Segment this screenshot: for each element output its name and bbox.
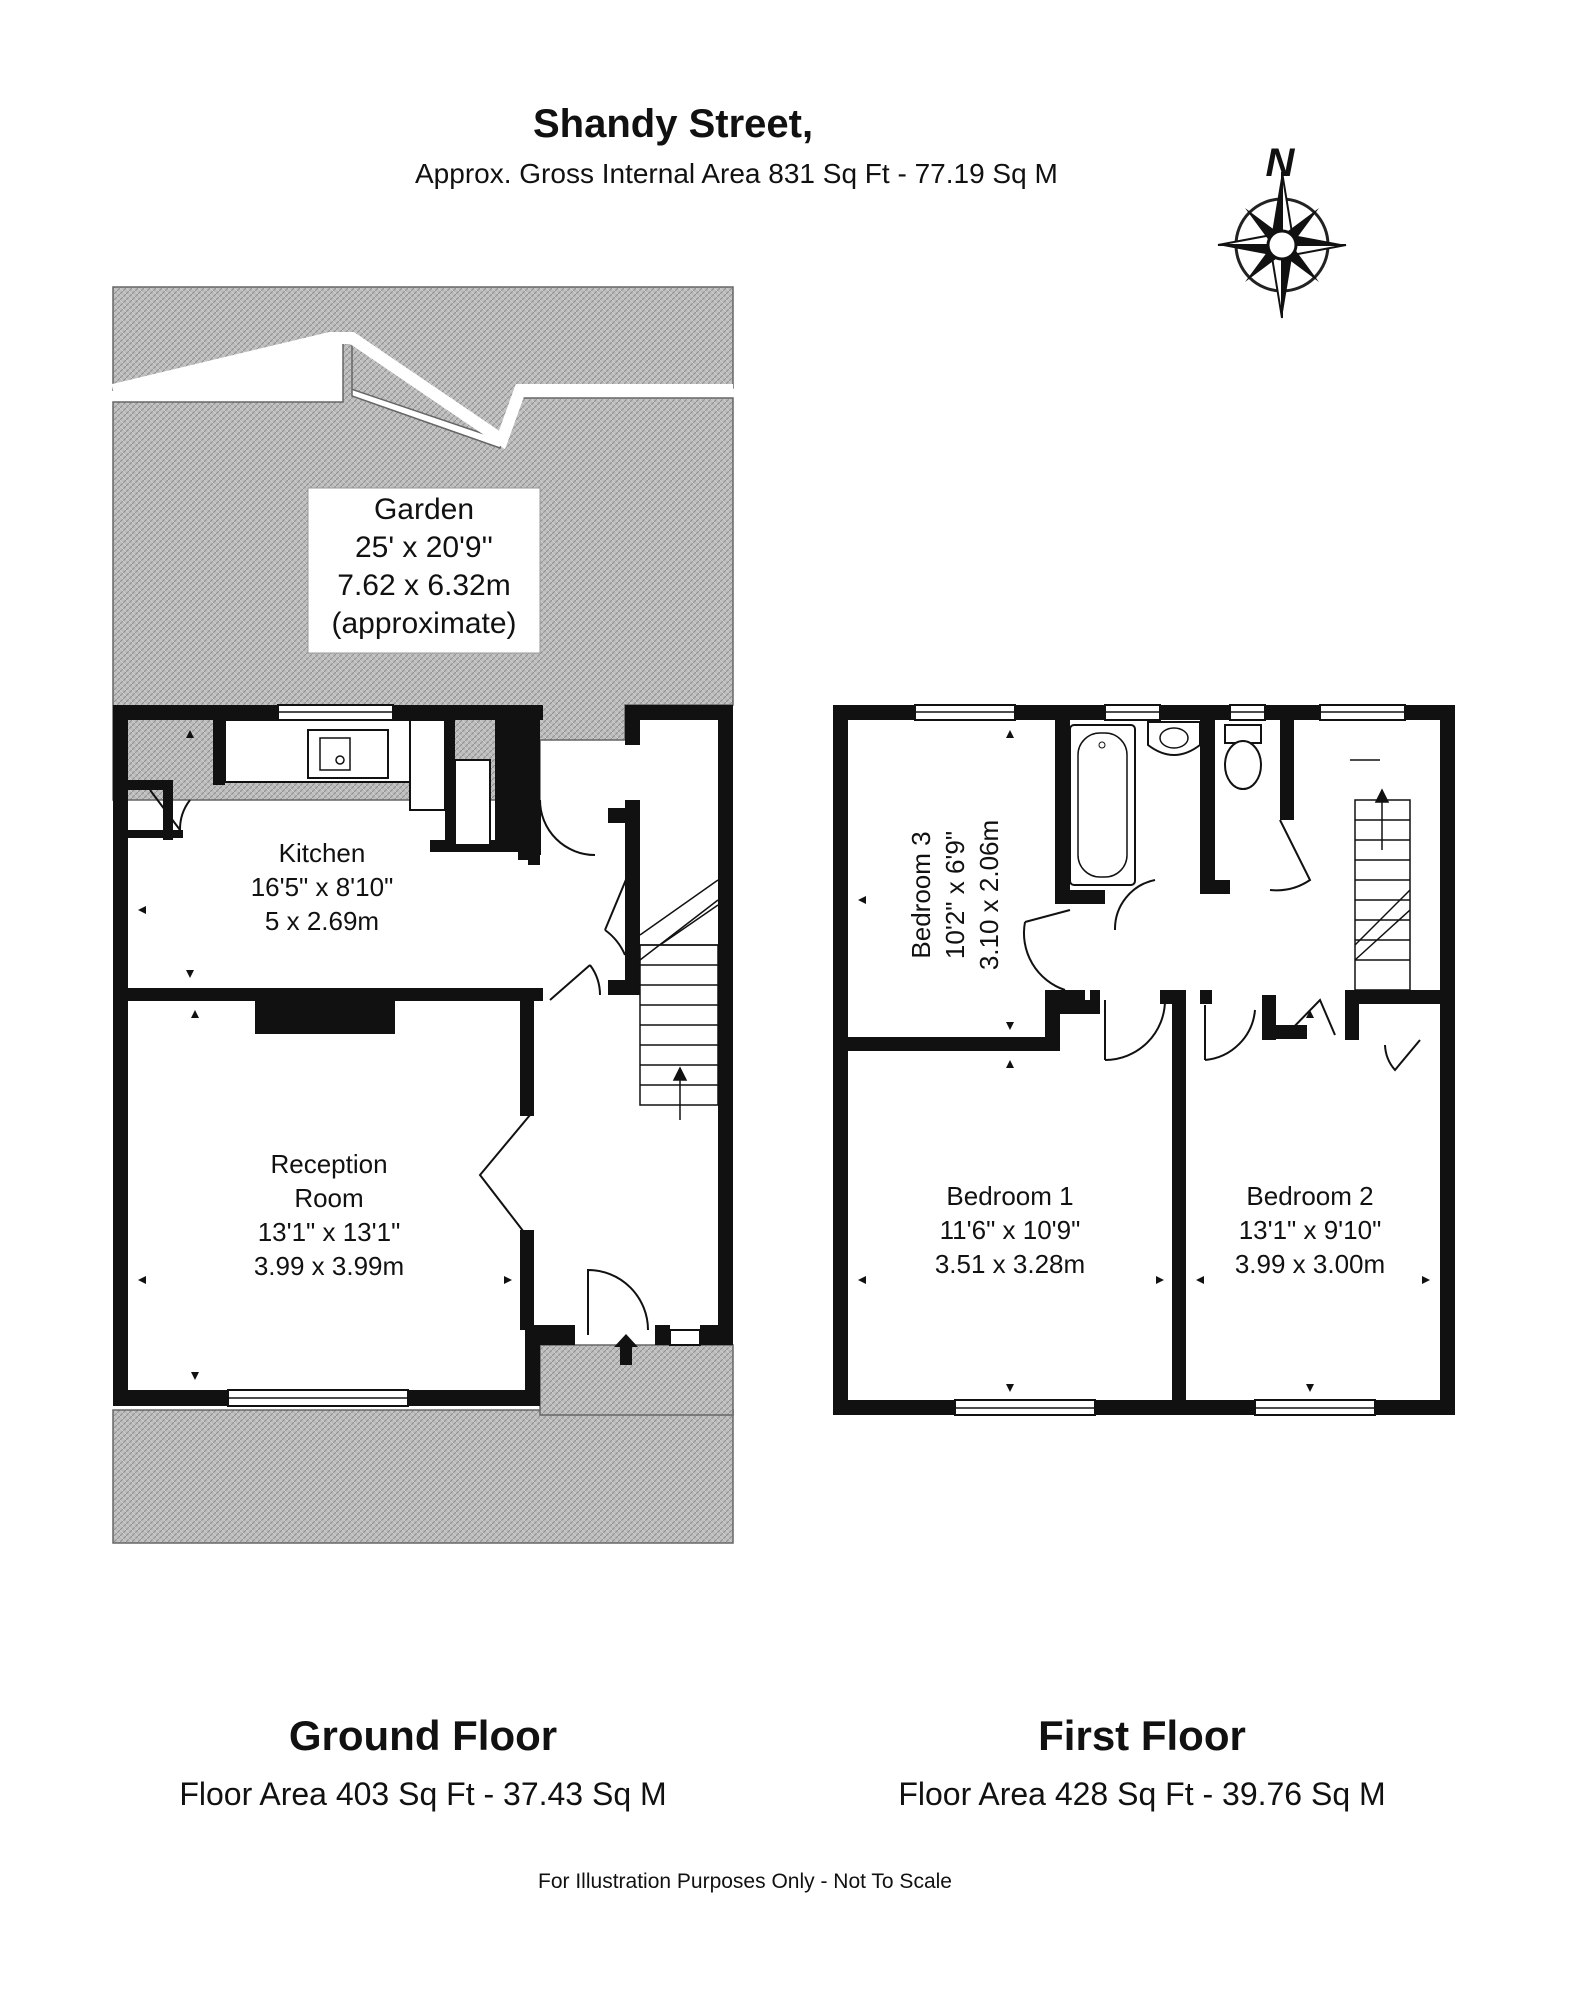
ground-floor-area: Floor Area 403 Sq Ft - 37.43 Sq M (179, 1776, 666, 1812)
garden-label-box (307, 487, 541, 654)
first-floor-title: First Floor (1038, 1712, 1246, 1759)
ground-dimension-markers (138, 730, 512, 1380)
bedroom2-name: Bedroom 2 (1246, 1181, 1373, 1211)
garden-metric: 7.62 x 6.32m (337, 569, 510, 602)
reception-metric: 3.99 x 3.99m (254, 1251, 404, 1281)
north-compass-icon: N (1217, 141, 1347, 319)
bedroom3-name: Bedroom 3 (906, 831, 936, 958)
first-dimension-markers (858, 730, 1430, 1392)
kitchen-imperial: 16'5" x 8'10" (251, 872, 394, 902)
bedroom1-name: Bedroom 1 (946, 1181, 1073, 1211)
front-side-window (669, 1329, 701, 1346)
kitchen-name: Kitchen (279, 838, 366, 868)
garden-note: (approximate) (331, 607, 516, 640)
kitchen-metric: 5 x 2.69m (265, 906, 379, 936)
ground-staircase (639, 879, 719, 1120)
bedroom3-imperial: 10'2" x 6'9" (940, 831, 970, 959)
property-title: Shandy Street, (533, 102, 813, 146)
front-path (539, 1344, 734, 1416)
reception-imperial: 13'1" x 13'1" (258, 1217, 401, 1247)
garden-name: Garden (374, 493, 474, 526)
first-floor-area: Floor Area 428 Sq Ft - 39.76 Sq M (898, 1776, 1385, 1812)
ground-floor-plan: Garden 25' x 20'9'' 7.62 x 6.32m (approx… (111, 286, 734, 1544)
bedroom2-imperial: 13'1" x 9'10" (1239, 1215, 1382, 1245)
reception-name-line1: Reception (270, 1149, 387, 1179)
first-staircase (1350, 759, 1411, 991)
compass-north-label: N (1266, 141, 1296, 185)
garden-imperial: 25' x 20'9'' (355, 531, 493, 564)
ground-floor-title: Ground Floor (289, 1712, 557, 1759)
first-floor-plan: Bedroom 3 10'2" x 6'9" 3.10 x 2.06m Bedr… (833, 704, 1455, 1416)
front-area (112, 1409, 734, 1544)
front-entrance-arrow (614, 1334, 638, 1365)
gross-internal-area: Approx. Gross Internal Area 831 Sq Ft - … (415, 158, 1058, 189)
reception-name-line2: Room (294, 1183, 363, 1213)
bedroom3-metric: 3.10 x 2.06m (974, 820, 1004, 970)
bedroom2-metric: 3.99 x 3.00m (1235, 1249, 1385, 1279)
basin-icon (1147, 721, 1201, 756)
bedroom1-imperial: 11'6" x 10'9" (940, 1215, 1081, 1245)
bath-icon (1069, 724, 1136, 886)
disclaimer: For Illustration Purposes Only - Not To … (538, 1870, 952, 1893)
bedroom1-metric: 3.51 x 3.28m (935, 1249, 1085, 1279)
